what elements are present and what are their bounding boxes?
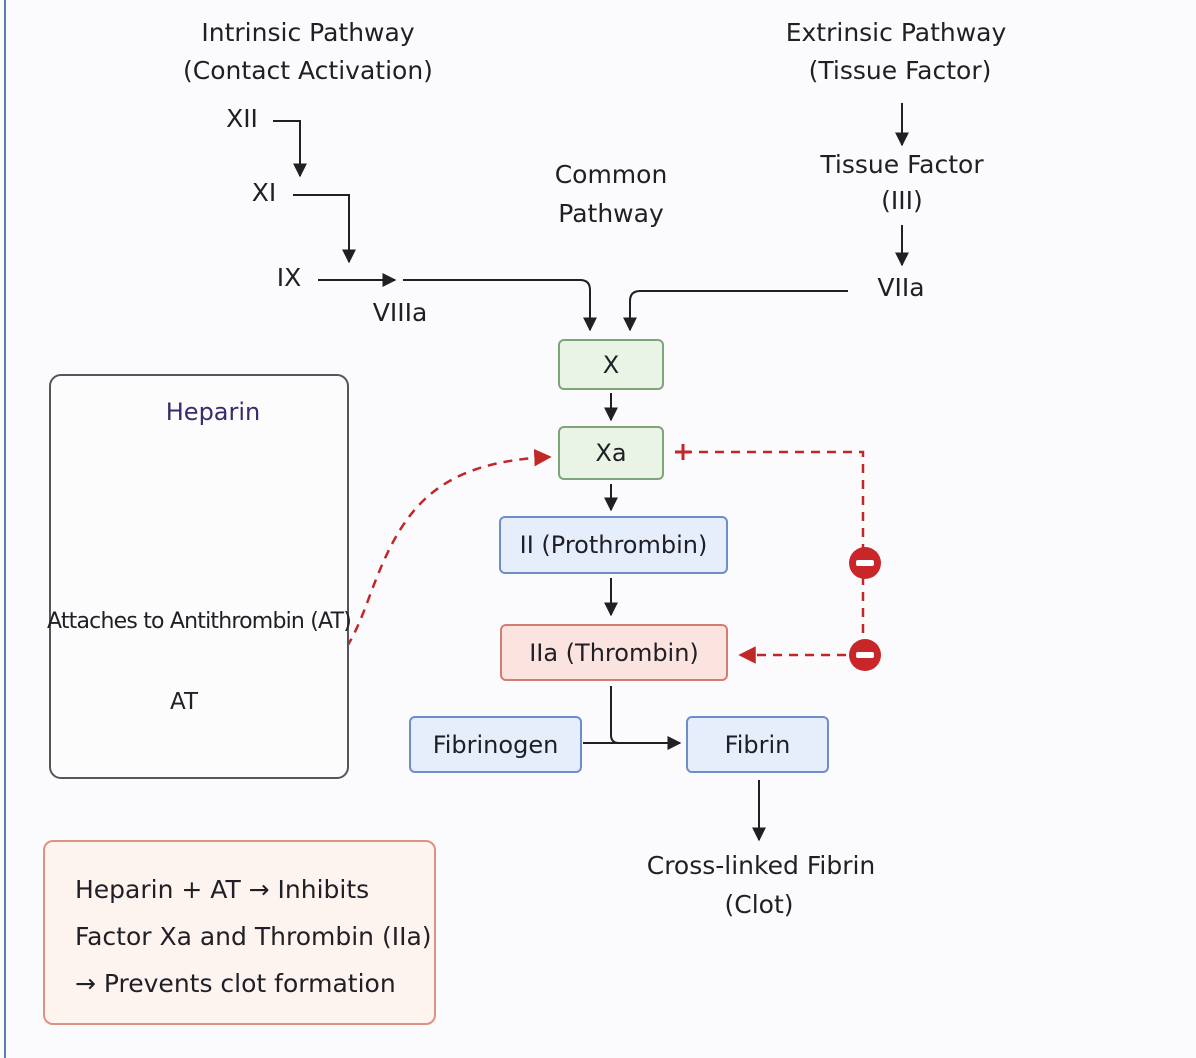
heparin-panel (49, 374, 349, 779)
plus-marker (675, 444, 691, 460)
arrow-iia-conversion (610, 686, 620, 744)
heparin-caption: Attaches to Antithrombin (AT) (46, 609, 352, 634)
fibrin-box: Fibrin (686, 716, 829, 773)
arrow-intrinsic-to-x (403, 279, 597, 332)
tissue-factor-number: (III) (881, 186, 923, 215)
summary-note: Heparin + AT → Inhibits Factor Xa and Th… (43, 840, 436, 1025)
thrombin-box: IIa (Thrombin) (500, 624, 728, 681)
factor-x-box: X (558, 339, 664, 390)
summary-line-2: Factor Xa and Thrombin (IIa) (75, 922, 432, 951)
arrow-viia-to-x (623, 290, 848, 332)
inhibit-at-to-xa (239, 448, 552, 710)
left-border-line (4, 0, 6, 1058)
tissue-factor-label: Tissue Factor (820, 150, 984, 179)
factor-xa-box: Xa (558, 426, 664, 480)
arrow-xii-xi (273, 120, 307, 178)
inhibit-badge-lower (849, 639, 881, 671)
prothrombin-box: II (Prothrombin) (499, 516, 728, 574)
factor-xi: XI (251, 178, 277, 207)
extrinsic-subtitle: (Tissue Factor) (808, 56, 992, 85)
arrow-xi-ix (293, 194, 356, 264)
factor-ix: IX (276, 263, 302, 292)
heparin-title: Heparin (165, 398, 261, 426)
extrinsic-title: Extrinsic Pathway (785, 18, 1007, 47)
factor-viia: VIIa (877, 273, 925, 302)
inhibit-badge-upper (849, 547, 881, 579)
common-title-line1: Common (554, 160, 668, 189)
clot-label-line1: Cross-linked Fibrin (646, 851, 876, 880)
clot-label-line2: (Clot) (724, 890, 794, 919)
factor-viiia: VIIIa (372, 298, 428, 327)
antithrombin-label: AT (170, 689, 198, 715)
intrinsic-subtitle: (Contact Activation) (183, 56, 433, 85)
summary-line-3: → Prevents clot formation (75, 969, 396, 998)
common-title-line2: Pathway (558, 199, 664, 228)
intrinsic-title: Intrinsic Pathway (201, 18, 415, 47)
factor-xii: XII (226, 104, 258, 133)
fibrinogen-box: Fibrinogen (409, 716, 582, 773)
summary-line-1: Heparin + AT → Inhibits (75, 875, 370, 904)
